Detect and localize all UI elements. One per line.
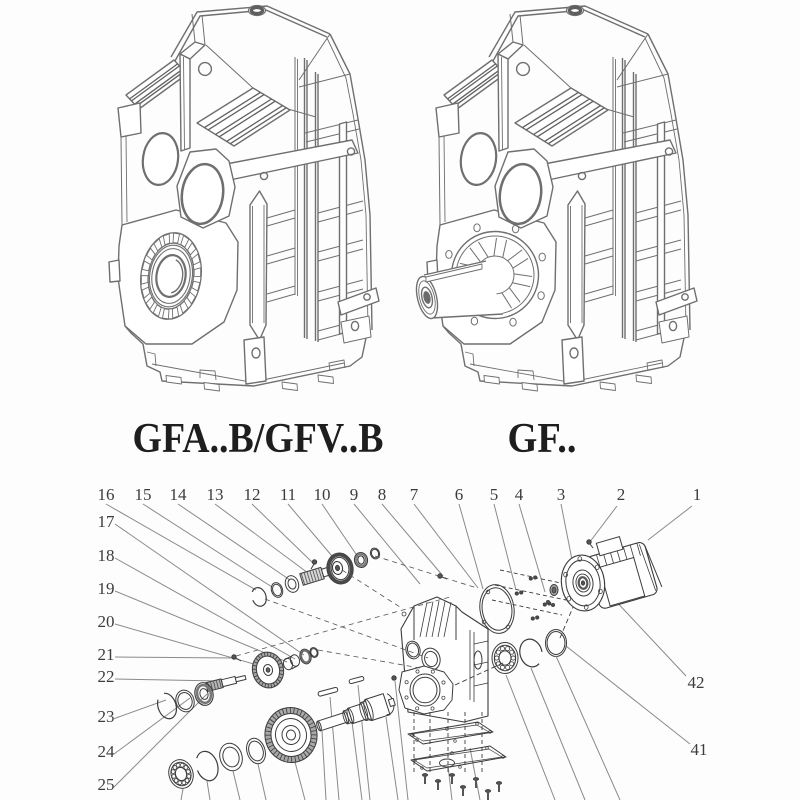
- svg-text:41: 41: [691, 740, 708, 759]
- svg-text:20: 20: [98, 612, 115, 631]
- svg-text:24: 24: [98, 742, 116, 761]
- svg-text:11: 11: [280, 485, 296, 504]
- svg-text:10: 10: [314, 485, 331, 504]
- svg-text:4: 4: [515, 485, 524, 504]
- svg-text:42: 42: [688, 673, 705, 692]
- svg-text:19: 19: [98, 579, 115, 598]
- svg-text:1: 1: [693, 485, 702, 504]
- svg-text:17: 17: [98, 512, 116, 531]
- svg-text:9: 9: [350, 485, 359, 504]
- svg-text:12: 12: [244, 485, 261, 504]
- svg-text:25: 25: [98, 775, 115, 794]
- svg-text:7: 7: [410, 485, 419, 504]
- svg-text:15: 15: [135, 485, 152, 504]
- svg-text:GF..: GF..: [508, 416, 577, 462]
- svg-text:18: 18: [98, 546, 115, 565]
- svg-text:23: 23: [98, 707, 115, 726]
- svg-text:GFA..B/GFV..B: GFA..B/GFV..B: [133, 416, 384, 462]
- svg-text:22: 22: [98, 667, 115, 686]
- svg-text:8: 8: [378, 485, 387, 504]
- svg-text:14: 14: [170, 485, 188, 504]
- svg-text:16: 16: [98, 485, 115, 504]
- svg-text:21: 21: [98, 645, 115, 664]
- svg-text:6: 6: [455, 485, 464, 504]
- svg-text:13: 13: [207, 485, 224, 504]
- svg-text:3: 3: [557, 485, 566, 504]
- svg-text:2: 2: [617, 485, 626, 504]
- svg-text:5: 5: [490, 485, 499, 504]
